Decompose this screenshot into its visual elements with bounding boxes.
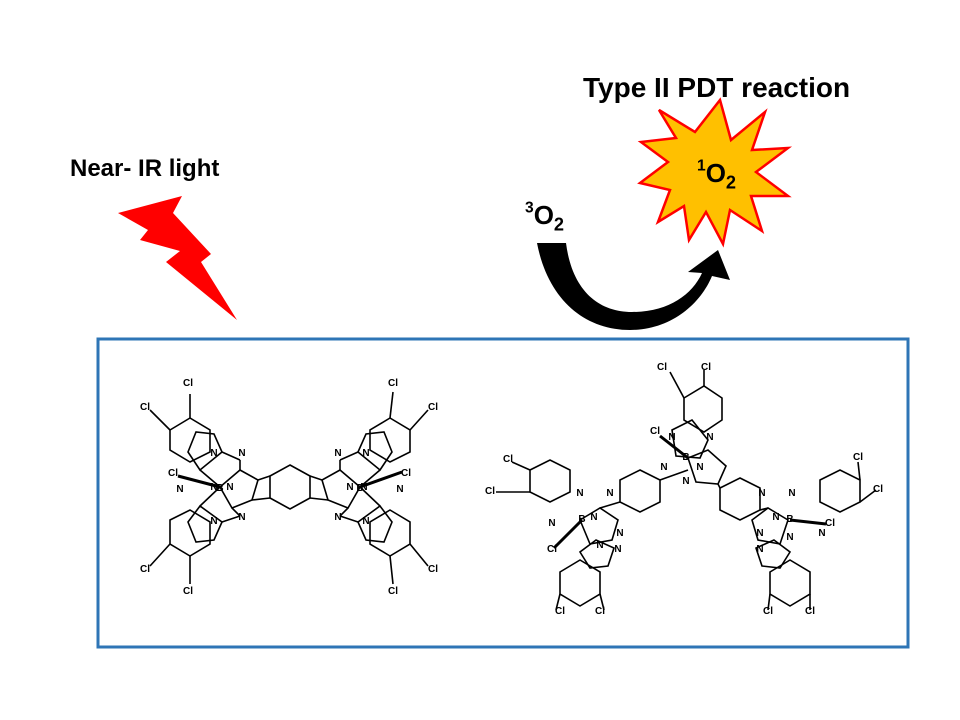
nitrogen-atom-label: N <box>696 462 703 473</box>
nitrogen-atom-label: N <box>786 532 793 543</box>
nitrogen-atom-label: N <box>238 512 245 523</box>
nitrogen-atom-label: N <box>668 432 675 443</box>
nitrogen-atom-label: N <box>334 448 341 459</box>
nitrogen-atom-label: N <box>346 482 353 493</box>
chlorine-atom-label: Cl <box>657 362 667 373</box>
nitrogen-atom-label: N <box>660 462 667 473</box>
nitrogen-atom-label: N <box>788 488 795 499</box>
chlorine-atom-label: Cl <box>388 378 398 389</box>
nitrogen-atom-label: N <box>682 476 689 487</box>
boron-atom-label: B <box>578 514 585 525</box>
chlorine-atom-label: Cl <box>825 518 835 529</box>
boron-subphthalocyanine-trimer <box>496 370 877 611</box>
starburst-icon <box>637 97 793 248</box>
nitrogen-atom-label: N <box>360 482 367 493</box>
chlorine-atom-label: Cl <box>428 564 438 575</box>
nitrogen-atom-label: N <box>614 544 621 555</box>
lightning-bolt-icon <box>118 196 237 320</box>
nitrogen-atom-label: N <box>362 516 369 527</box>
chlorine-atom-label: Cl <box>388 586 398 597</box>
nitrogen-atom-label: N <box>756 528 763 539</box>
chlorine-atom-label: Cl <box>650 426 660 437</box>
nitrogen-atom-label: N <box>758 488 765 499</box>
nitrogen-atom-label: N <box>616 528 623 539</box>
chlorine-atom-label: Cl <box>168 468 178 479</box>
chlorine-atom-label: Cl <box>873 484 883 495</box>
nitrogen-atom-label: N <box>772 512 779 523</box>
nitrogen-atom-label: N <box>226 482 233 493</box>
nitrogen-atom-label: N <box>606 488 613 499</box>
chlorine-atom-label: Cl <box>183 378 193 389</box>
page-title: Type II PDT reaction <box>583 72 851 103</box>
chlorine-atom-label: Cl <box>428 402 438 413</box>
boron-atom-label: B <box>786 514 793 525</box>
nitrogen-atom-label: N <box>396 484 403 495</box>
nitrogen-atom-label: N <box>818 528 825 539</box>
boron-atom-label: B <box>356 483 363 494</box>
chlorine-atom-label: Cl <box>701 362 711 373</box>
nitrogen-atom-label: N <box>176 484 183 495</box>
molecule-box <box>96 337 910 649</box>
curved-arrow-icon <box>537 243 730 330</box>
light-label: Near- IR light <box>70 155 220 182</box>
nitrogen-atom-label: N <box>210 482 217 493</box>
boron-atom-label: B <box>216 483 223 494</box>
nitrogen-atom-label: N <box>548 518 555 529</box>
chlorine-atom-label: Cl <box>183 586 193 597</box>
nitrogen-atom-label: N <box>576 488 583 499</box>
nitrogen-atom-label: N <box>596 540 603 551</box>
boron-atom-label: B <box>682 452 689 463</box>
chlorine-atom-label: Cl <box>401 468 411 479</box>
boron-subphthalocyanine-dimer <box>149 391 429 585</box>
chlorine-atom-label: Cl <box>805 606 815 617</box>
chlorine-atom-label: Cl <box>555 606 565 617</box>
nitrogen-atom-label: N <box>238 448 245 459</box>
chlorine-atom-label: Cl <box>485 486 495 497</box>
chlorine-atom-label: Cl <box>595 606 605 617</box>
triplet-oxygen-label: 3O2 <box>525 199 565 235</box>
chlorine-atom-label: Cl <box>503 454 513 465</box>
nitrogen-atom-label: N <box>706 432 713 443</box>
nitrogen-atom-label: N <box>210 516 217 527</box>
chlorine-atom-label: Cl <box>547 544 557 555</box>
nitrogen-atom-label: N <box>756 544 763 555</box>
singlet-oxygen-label: 1O2 <box>697 157 737 193</box>
chlorine-atom-label: Cl <box>853 452 863 463</box>
chlorine-atom-label: Cl <box>140 402 150 413</box>
nitrogen-atom-label: N <box>334 512 341 523</box>
nitrogen-atom-label: N <box>590 512 597 523</box>
nitrogen-atom-label: N <box>362 448 369 459</box>
chlorine-atom-label: Cl <box>763 606 773 617</box>
chlorine-atom-label: Cl <box>140 564 150 575</box>
nitrogen-atom-label: N <box>210 448 217 459</box>
